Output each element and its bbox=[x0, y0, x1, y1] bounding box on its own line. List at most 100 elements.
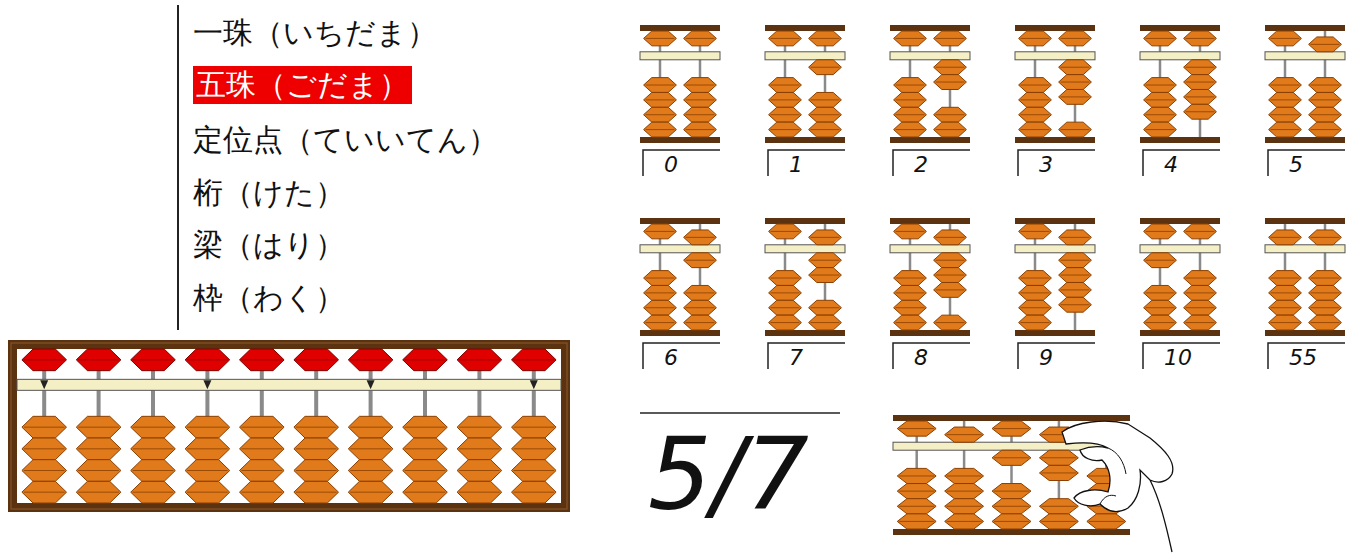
bead-ridge bbox=[947, 506, 982, 507]
bead bbox=[644, 271, 677, 286]
abacus bbox=[640, 218, 720, 336]
bead-ridge bbox=[1146, 307, 1175, 308]
bead-ridge bbox=[1271, 38, 1300, 39]
bead-ridge bbox=[947, 491, 982, 492]
bead bbox=[22, 481, 67, 503]
bead bbox=[1184, 31, 1217, 46]
bead bbox=[1269, 230, 1302, 245]
part-name: 梁（はり） bbox=[193, 227, 345, 263]
bead bbox=[1039, 450, 1078, 465]
bead bbox=[1184, 75, 1217, 90]
bead bbox=[1184, 300, 1217, 315]
bead-ridge bbox=[1146, 322, 1175, 323]
number-label: 0 bbox=[664, 152, 678, 178]
bead-ridge bbox=[811, 114, 840, 115]
bead bbox=[1144, 315, 1177, 330]
bead bbox=[1059, 122, 1092, 137]
bead bbox=[76, 481, 121, 503]
part-name: 枠（わく） bbox=[193, 280, 345, 316]
bead bbox=[1059, 31, 1092, 46]
frame-bottom bbox=[640, 330, 720, 336]
bead bbox=[1144, 78, 1177, 93]
abacus bbox=[890, 218, 970, 336]
bead bbox=[809, 230, 842, 245]
bead bbox=[1184, 271, 1217, 286]
bead bbox=[131, 438, 176, 460]
bead bbox=[185, 416, 230, 438]
part-name: 定位点（ていいてん） bbox=[193, 122, 498, 158]
bead-ridge bbox=[646, 85, 675, 86]
bead-ridge bbox=[896, 322, 925, 323]
bead bbox=[945, 499, 984, 514]
number-label: 3 bbox=[1039, 152, 1053, 178]
frame-bottom bbox=[1265, 137, 1345, 143]
part-name: 桁（けた） bbox=[193, 175, 345, 211]
bead-ridge bbox=[241, 448, 282, 449]
bead bbox=[769, 315, 802, 330]
bead-ridge bbox=[459, 448, 500, 449]
bead bbox=[131, 460, 176, 482]
bead bbox=[769, 271, 802, 286]
bead-ridge bbox=[1061, 96, 1090, 97]
bead-ridge bbox=[811, 260, 840, 261]
frame-top bbox=[890, 25, 970, 31]
bead-ridge bbox=[686, 322, 715, 323]
bead bbox=[1144, 107, 1177, 122]
bead bbox=[809, 60, 842, 75]
bead bbox=[934, 31, 967, 46]
bead bbox=[403, 460, 448, 482]
bead bbox=[1309, 230, 1342, 245]
bead-ridge bbox=[936, 275, 965, 276]
bead-ridge bbox=[405, 359, 446, 360]
bead-ridge bbox=[771, 292, 800, 293]
bead bbox=[769, 224, 802, 239]
bead bbox=[934, 230, 967, 245]
bead-ridge bbox=[811, 275, 840, 276]
bead bbox=[1309, 92, 1342, 107]
bead bbox=[769, 300, 802, 315]
bead bbox=[1144, 285, 1177, 300]
bead bbox=[511, 416, 556, 438]
bead-ridge bbox=[811, 99, 840, 100]
beam bbox=[890, 245, 970, 253]
bead bbox=[684, 285, 717, 300]
bead bbox=[131, 481, 176, 503]
bead-ridge bbox=[899, 475, 934, 476]
bead-ridge bbox=[947, 521, 982, 522]
bead-ridge bbox=[896, 129, 925, 130]
bead-ridge bbox=[811, 67, 840, 68]
frame-top bbox=[1140, 218, 1220, 224]
bead-ridge bbox=[947, 434, 982, 435]
bead bbox=[1144, 300, 1177, 315]
bead-ridge bbox=[187, 448, 228, 449]
bead bbox=[1144, 224, 1177, 239]
bead bbox=[1019, 122, 1052, 137]
bead-ridge bbox=[1311, 129, 1340, 130]
bead bbox=[1059, 253, 1092, 268]
bead bbox=[1269, 31, 1302, 46]
bead bbox=[22, 460, 67, 482]
bead bbox=[644, 92, 677, 107]
bead-ridge bbox=[771, 114, 800, 115]
bead-ridge bbox=[994, 491, 1029, 492]
hand-line bbox=[1100, 448, 1126, 504]
bead-ridge bbox=[994, 506, 1029, 507]
bead bbox=[76, 460, 121, 482]
bead bbox=[894, 224, 927, 239]
bead-ridge bbox=[896, 85, 925, 86]
frame-bottom bbox=[765, 137, 845, 143]
bead bbox=[684, 315, 717, 330]
number-label: 10 bbox=[1164, 345, 1192, 371]
bead-ridge bbox=[1146, 260, 1175, 261]
bead-ridge bbox=[899, 491, 934, 492]
bead-ridge bbox=[896, 231, 925, 232]
bead-ridge bbox=[24, 427, 65, 428]
abacus bbox=[1015, 218, 1095, 336]
bead-ridge bbox=[811, 129, 840, 130]
bead-ridge bbox=[1061, 82, 1090, 83]
frame-side bbox=[8, 340, 17, 512]
bead bbox=[1309, 300, 1342, 315]
bead-ridge bbox=[1311, 114, 1340, 115]
bead bbox=[1184, 224, 1217, 239]
bead bbox=[1019, 285, 1052, 300]
